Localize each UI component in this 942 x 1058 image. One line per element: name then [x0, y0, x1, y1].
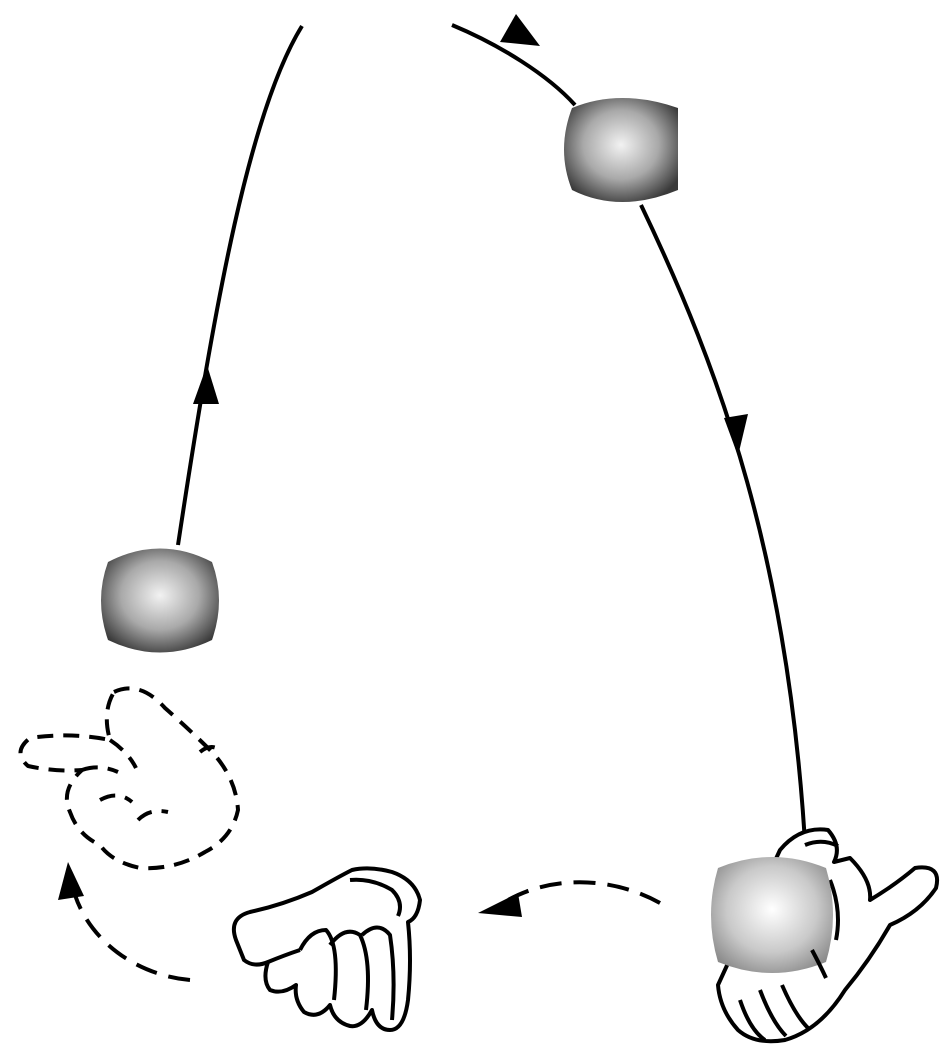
path-up-left: [176, 24, 304, 546]
arrow-down-right-icon: [724, 414, 748, 456]
hand-center-open: [231, 866, 422, 1032]
path-top: [451, 23, 577, 107]
ball-left: [101, 548, 219, 653]
arrow-up-left-icon: [193, 365, 219, 404]
hand-left-ghost: [18, 686, 240, 871]
ball-top-right: [564, 98, 678, 202]
path-return-dashed: [73, 894, 191, 982]
path-hand-pass: [498, 880, 661, 907]
arrow-hand-pass-icon: [478, 893, 522, 917]
path-down-right: [639, 204, 808, 861]
ball-caught: [711, 857, 833, 973]
arrow-top-icon: [500, 14, 540, 46]
hand-right-finger-overlap: [810, 949, 828, 979]
arrow-return-icon: [58, 862, 84, 900]
